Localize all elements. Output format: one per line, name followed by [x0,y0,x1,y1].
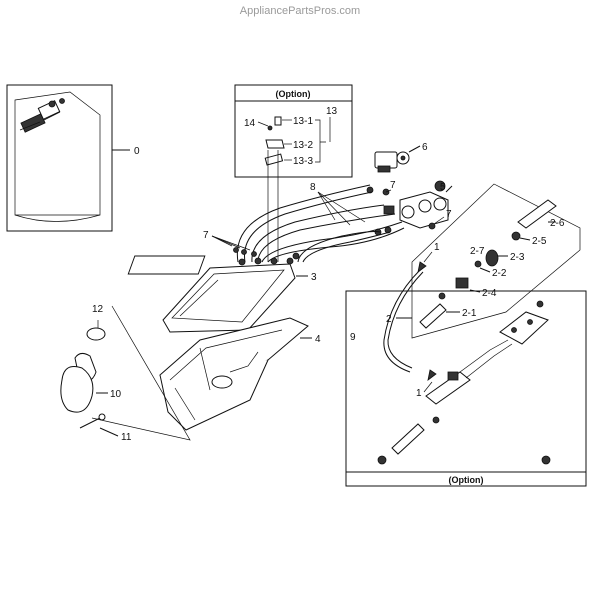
callout-1-a: 1 [434,242,440,253]
callout-7-c: 7 [203,230,209,241]
detergent-parts: 12 10 11 [60,304,191,443]
callout-14: 14 [244,118,256,129]
clip-icon [274,116,282,126]
water-valve-5: 5 [383,180,453,229]
bracket-icon [265,139,285,149]
callout-4: 4 [315,334,321,345]
assembly-box-0: 0 [6,84,140,232]
callout-2-1: 2-1 [462,308,477,319]
callout-2-7: 2-7 [470,246,485,257]
callout-6: 6 [422,142,428,153]
callout-2-2: 2-2 [492,268,507,279]
drawer-housing-3: 3 7 [127,230,317,333]
callout-1-b: 1 [416,388,422,399]
drawer-body-4: 4 [159,317,321,431]
option-label-bottom: (Option) [449,475,484,485]
callout-8: 8 [310,182,316,193]
callout-13-3: 13-3 [293,156,313,167]
hoses-8: 8 [236,182,405,263]
watermark-text: AppliancePartsPros.com [240,5,360,17]
callout-3: 3 [311,272,317,283]
guide-lines [267,150,279,262]
option-box-bottom: (Option) 9 2-6 2-5 2-3 2-7 2-2 2-4 2-1 2 [345,183,587,487]
callout-2-4: 2-4 [482,288,497,299]
callout-13-1: 13-1 [293,116,313,127]
callout-7-a: 7 [390,180,396,191]
callout-2-6: 2-6 [550,218,565,229]
drawer-assembly-thumbnail-icon [19,98,65,133]
callout-5: 5 [440,182,446,193]
callout-10: 10 [110,389,122,400]
callout-2-3: 2-3 [510,252,525,263]
callout-9: 9 [350,332,356,343]
callout-13: 13 [326,106,338,117]
callout-11: 11 [121,432,132,443]
valve-6: 6 [374,142,428,173]
callout-12: 12 [92,304,104,315]
callout-7-b: 7 [446,209,452,220]
option-box-top: (Option) 14 13-1 13-2 13-3 13 [234,84,353,178]
callout-2-5: 2-5 [532,236,547,247]
option-label-top: (Option) [276,89,311,99]
callout-13-2: 13-2 [293,140,313,151]
callout-0: 0 [134,146,140,157]
